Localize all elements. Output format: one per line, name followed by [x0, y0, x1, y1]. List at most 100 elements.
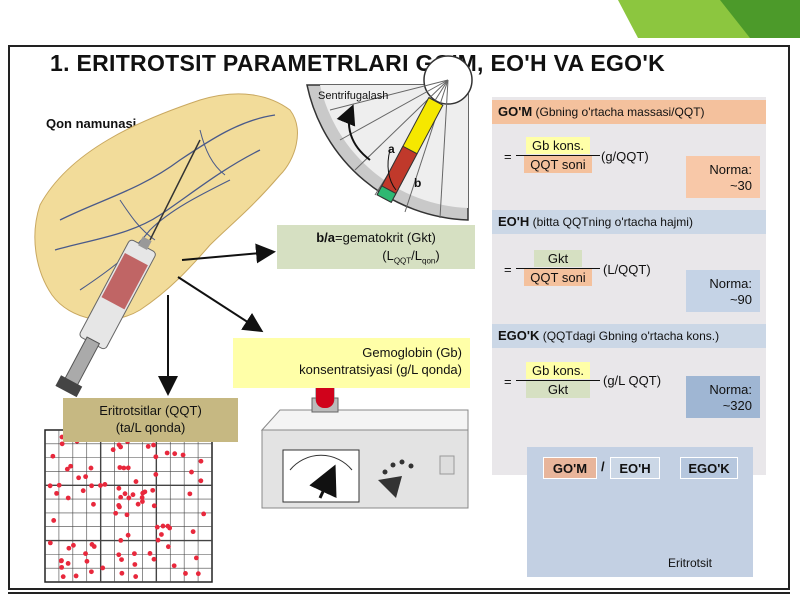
cell-tag-mcv: EO'H	[610, 457, 660, 479]
mcv-header: EO'H (bitta QQTning o'rtacha hajmi)	[492, 210, 766, 234]
red-blood-cell-dot	[116, 485, 122, 491]
red-blood-cell-dot	[190, 529, 196, 535]
rbc-line2: (ta/L qonda)	[115, 420, 186, 435]
mcv-norma: Norma:~90	[686, 270, 760, 312]
red-blood-cell-dot	[47, 540, 53, 546]
corner-decoration	[618, 0, 800, 38]
syringe-illustration	[55, 139, 201, 398]
red-blood-cell-dot	[116, 502, 122, 508]
rbc-line1: Eritrotsitlar (QQT)	[99, 403, 202, 418]
mchc-norma: Norma:~320	[686, 376, 760, 418]
hemoglobin-line1: Gemoglobin (Gb)	[362, 345, 462, 360]
mch-unit: (g/QQT)	[601, 149, 649, 164]
mcv-unit: (L/QQT)	[603, 262, 651, 277]
hemoglobin-box: Gemoglobin (Gb) konsentratsiyasi (g/L qo…	[233, 338, 470, 388]
red-blood-cell-dot	[76, 475, 82, 481]
red-blood-cell-dot	[189, 469, 194, 475]
red-blood-cell-dot	[71, 542, 76, 548]
hematocrit-unit-qon: qon	[422, 256, 436, 266]
red-blood-cell-dot	[122, 491, 128, 497]
hemoglobin-line2: konsentratsiyasi (g/L qonda)	[299, 362, 462, 377]
arrow-to-hemoglobin	[177, 276, 264, 333]
red-blood-cell-dot	[198, 478, 204, 484]
red-blood-cell-dot	[147, 551, 153, 556]
hematocrit-text: =gematokrit (Gkt)	[335, 230, 436, 245]
mchc-fraction: Gb kons. Gkt	[516, 362, 600, 398]
red-blood-cell-dot	[47, 483, 53, 489]
red-blood-cell-dot	[124, 512, 130, 518]
red-blood-cell-dot	[113, 510, 119, 516]
red-blood-cell-dot	[164, 450, 170, 456]
red-blood-cell-dot	[110, 447, 116, 453]
red-blood-cell-dot	[165, 544, 171, 550]
hematocrit-unit-qqt: QQT	[393, 256, 412, 266]
red-blood-cell-dot	[119, 557, 124, 563]
red-blood-cell-dot	[131, 551, 137, 557]
hematocrit-ratio: b/a	[316, 230, 335, 245]
bottom-frame-line	[8, 592, 790, 600]
red-blood-cell-dot	[153, 472, 159, 477]
red-blood-cell-dot	[171, 563, 177, 569]
red-blood-cell-dot	[172, 451, 178, 457]
red-blood-cell-dot	[54, 490, 59, 496]
tube-label-a: a	[388, 142, 395, 156]
mchc-unit: (g/L QQT)	[603, 373, 662, 388]
red-blood-cell-dot	[59, 441, 65, 447]
red-blood-cell-dot	[154, 524, 160, 530]
red-blood-cell-dot	[66, 545, 72, 551]
red-blood-cell-dot	[116, 552, 122, 558]
red-blood-cell-dot	[84, 558, 90, 564]
centrifuge-illustration	[306, 55, 473, 221]
red-blood-cell-dot	[91, 501, 96, 507]
red-blood-cell-dot	[130, 492, 136, 498]
red-blood-cell-dot	[59, 564, 65, 570]
red-blood-cell-dot	[64, 466, 70, 472]
mcv-numerator: Gkt	[533, 250, 583, 267]
red-blood-cell-dot	[60, 574, 66, 580]
red-blood-cell-dot	[88, 465, 94, 471]
tube-label-b: b	[414, 176, 422, 190]
mcv-denominator: QQT soni	[524, 269, 592, 286]
mch-fraction: Gb kons. QQT soni	[516, 137, 600, 173]
red-blood-cell-dot	[133, 479, 139, 484]
red-blood-cell-dot	[117, 465, 123, 470]
mcv-equals: =	[504, 262, 512, 277]
red-blood-cell-dot	[50, 453, 56, 459]
hemocytometer-grid	[44, 429, 213, 583]
red-blood-cell-dot	[119, 570, 125, 576]
red-blood-cell-dot	[145, 444, 151, 449]
rbc-count-box: Eritrotsitlar (QQT) (ta/L qonda)	[63, 398, 238, 442]
red-blood-cell-dot	[68, 463, 74, 469]
red-blood-cell-dot	[56, 482, 62, 488]
mch-denominator: QQT soni	[524, 156, 592, 173]
red-blood-cell-dot	[132, 562, 138, 567]
cell-tag-mch: GO'M	[543, 457, 597, 479]
mch-numerator: Gb kons.	[525, 137, 591, 154]
red-blood-cell-dot	[155, 537, 161, 543]
red-blood-cell-dot	[98, 483, 103, 488]
mchc-denominator: Gkt	[525, 381, 591, 398]
red-blood-cell-dot	[180, 452, 186, 458]
red-blood-cell-dot	[140, 499, 145, 504]
red-blood-cell-dot	[83, 474, 89, 480]
red-blood-cell-dot	[126, 495, 132, 501]
erythrocyte-label: Eritrotsit	[668, 556, 713, 570]
mch-norma: Norma:~30	[686, 156, 760, 198]
hematocrit-unit-slash: /L	[411, 248, 423, 263]
red-blood-cell-dot	[116, 442, 122, 448]
hematocrit-box: b/a=gematokrit (Gkt) (LQQT/Lqon)	[277, 225, 475, 269]
mchc-header: EGO'K (QQTdagi Gbning o'rtacha kons.)	[492, 324, 766, 348]
red-blood-cell-dot	[102, 482, 108, 487]
red-blood-cell-dot	[83, 551, 88, 556]
red-blood-cell-dot	[51, 518, 57, 523]
red-blood-cell-dot	[118, 494, 124, 500]
arrow-to-hematocrit	[181, 243, 276, 264]
red-blood-cell-dot	[201, 511, 207, 517]
red-blood-cell-dot	[198, 458, 204, 464]
red-blood-cell-dot	[118, 537, 124, 543]
red-blood-cell-dot	[58, 558, 64, 564]
mcv-fraction: Gkt QQT soni	[516, 250, 600, 286]
red-blood-cell-dot	[165, 523, 171, 529]
cell-tag-separator: /	[601, 459, 605, 474]
